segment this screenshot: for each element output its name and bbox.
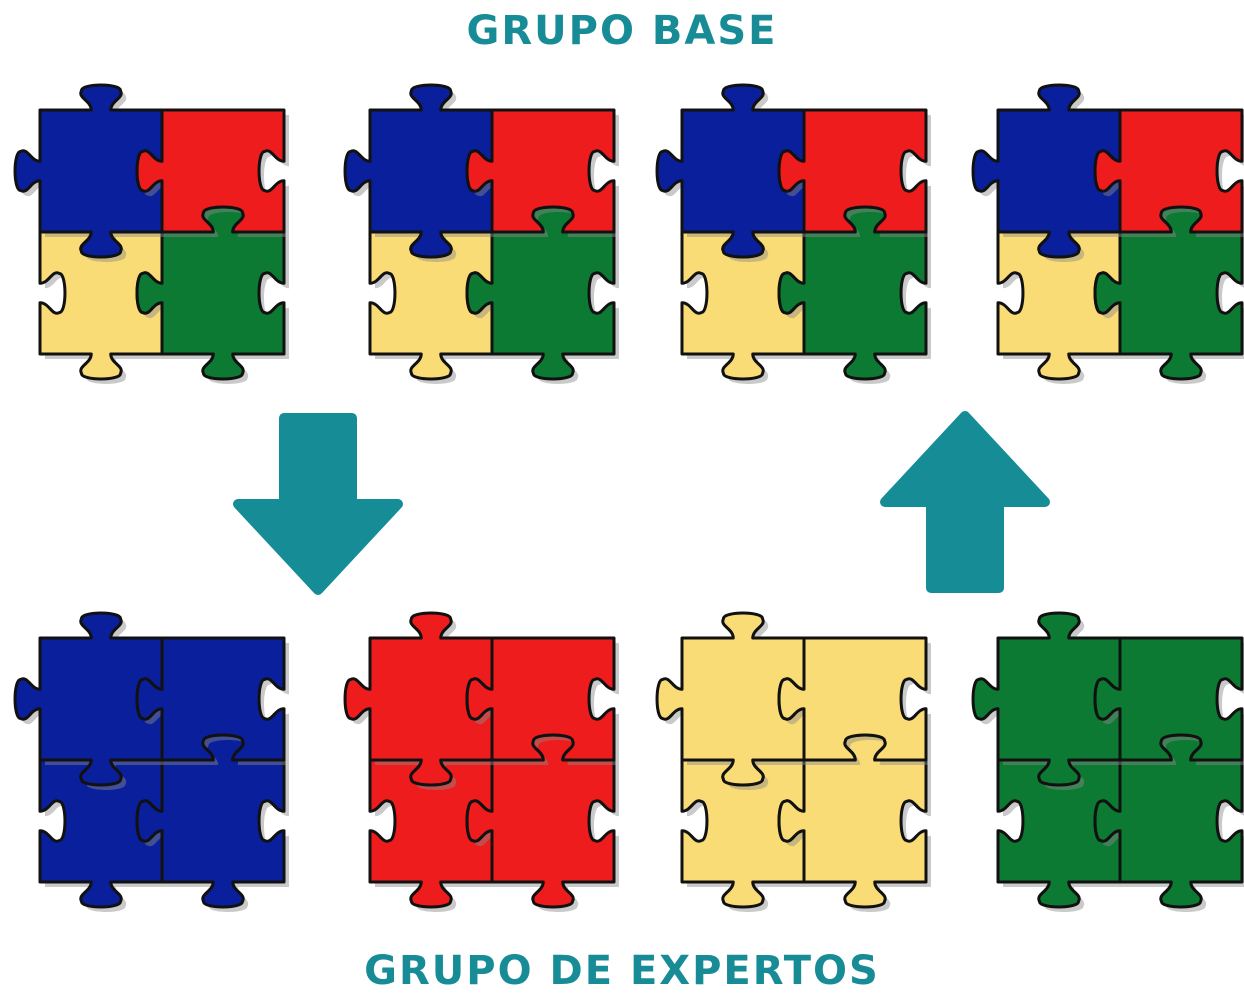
puzzle-piece-red [135,108,286,234]
expert-group-blue [13,611,289,912]
puzzle-piece-blue [135,636,286,762]
puzzle-piece-red [1093,108,1244,234]
base-group-2 [343,83,619,384]
base-group-1 [13,83,289,384]
puzzle-piece-green [1093,636,1244,762]
title-grupo-de-expertos: GRUPO DE EXPERTOS [364,948,880,994]
arrow-down-icon [233,413,403,595]
puzzle-piece-red [465,636,616,762]
expert-group-red [343,611,619,912]
puzzle-piece-red [465,108,616,234]
base-group-3 [655,83,931,384]
puzzle-piece-red [777,108,928,234]
puzzle-piece-yellow [777,636,928,762]
base-group-4 [971,83,1244,384]
expert-group-yellow [655,611,931,912]
title-grupo-base: GRUPO BASE [466,8,778,54]
arrow-up-icon [880,411,1050,593]
expert-group-green [971,611,1244,912]
